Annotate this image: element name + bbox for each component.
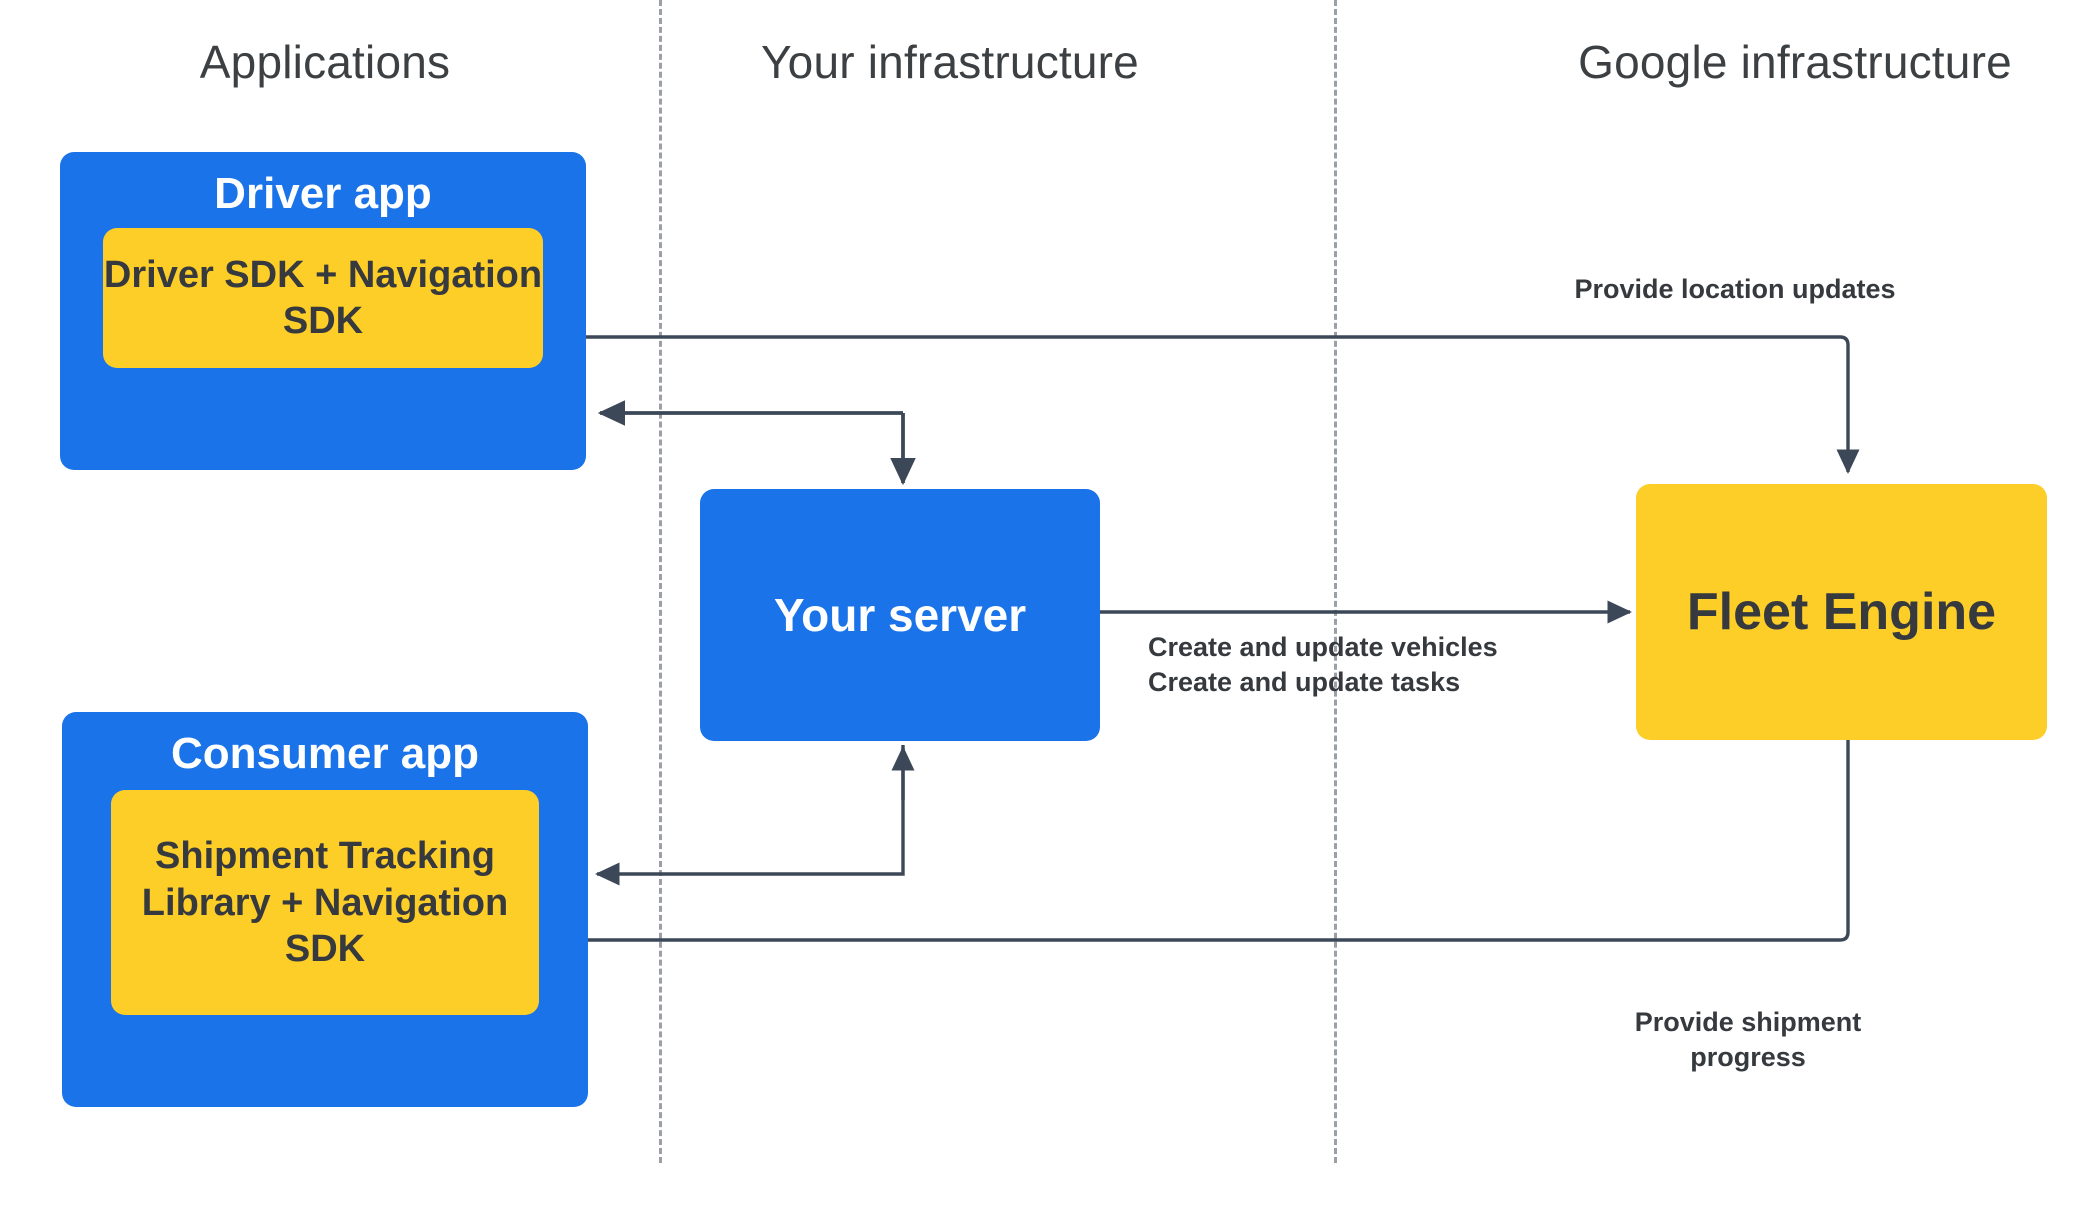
divider-applications-infrastructure [659,0,662,1163]
edge-location-updates [570,335,1860,474]
node-fleet-engine[interactable]: Fleet Engine [1636,484,2047,740]
node-driver-app[interactable]: Driver app Driver SDK + Navigation SDK [60,152,586,470]
column-header-applications: Applications [199,36,451,88]
your-server-label: Your server [773,589,1027,641]
column-header-google-infrastructure: Google infrastructure [1578,36,2012,88]
driver-sdk-label: Driver SDK + Navigation SDK [103,254,543,343]
node-driver-sdk[interactable]: Driver SDK + Navigation SDK [103,228,543,369]
driver-app-title: Driver app [214,169,432,218]
edge-shipment-progress [550,740,1850,952]
divider-infrastructure-google [1334,0,1337,1163]
edge-server-to-consumer [595,745,905,886]
node-consumer-app[interactable]: Consumer app Shipment Tracking Library +… [62,712,588,1107]
edge-label-create-update: Create and update vehicles Create and up… [1148,632,1498,697]
consumer-app-title: Consumer app [170,729,480,778]
column-header-your-infrastructure: Your infrastructure [761,36,1139,88]
edge-label-location-updates: Provide location updates [1574,274,1896,304]
fleet-engine-label: Fleet Engine [1686,583,1997,641]
consumer-sdk-label: Shipment Tracking Library + Navigation S… [141,835,509,971]
node-your-server[interactable]: Your server [700,489,1100,741]
node-consumer-sdk[interactable]: Shipment Tracking Library + Navigation S… [111,790,539,1016]
edge-label-shipment-progress: Provide shipment progress [1634,1007,1862,1072]
